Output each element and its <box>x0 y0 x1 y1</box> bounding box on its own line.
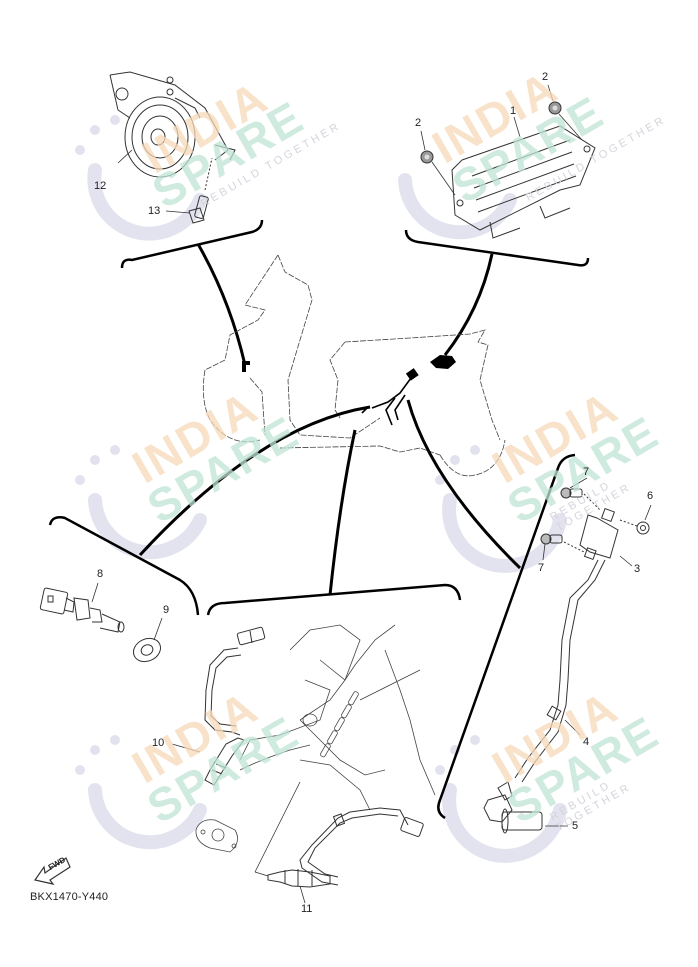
motorcycle-outline <box>202 254 506 477</box>
o2-sensor-11 <box>267 807 424 888</box>
callout-1: 1 <box>510 105 517 117</box>
callout-3: 3 <box>634 563 641 575</box>
leader-11-a <box>254 781 301 873</box>
leader-6 <box>644 504 652 521</box>
leader-horn <box>196 243 247 366</box>
watermark-dots <box>75 115 480 775</box>
leader-11-b <box>254 871 269 877</box>
callout-10: 10 <box>152 737 165 749</box>
bracket-o2-sensor <box>206 583 462 616</box>
callout-8: 8 <box>97 568 104 580</box>
bracket-ignition <box>437 453 576 820</box>
rectifier-part <box>451 125 596 239</box>
leader-ignition <box>406 399 522 570</box>
leader-4 <box>564 719 581 736</box>
gasket-part-9 <box>132 637 162 663</box>
spark-plug-cap-5 <box>483 781 543 834</box>
callout-12: 12 <box>94 180 107 192</box>
leader-o2-sensor <box>328 429 357 596</box>
fwd-arrow-icon <box>33 857 71 885</box>
callout-4: 4 <box>583 736 590 748</box>
rectifier-symbol <box>430 355 456 369</box>
bracket-horn <box>120 219 264 269</box>
wire-harness-symbol <box>361 368 419 426</box>
callout-13: 13 <box>148 205 161 217</box>
leader-rectifier <box>443 253 494 356</box>
diagram-code: BKX1470-Y440 <box>30 891 109 903</box>
leader-10 <box>171 743 201 753</box>
nut-2-right <box>547 84 583 141</box>
temp-sensor-part-8 <box>39 587 125 633</box>
watermark-icon <box>87 163 567 863</box>
bolt-13 <box>188 157 213 224</box>
leader-13 <box>165 210 191 214</box>
leader-1 <box>513 116 521 138</box>
leader-7-bottom <box>542 543 546 561</box>
callout-2-right: 2 <box>542 71 549 83</box>
ignition-coil-part-3 <box>514 507 619 783</box>
callout-6: 6 <box>647 490 654 502</box>
leader-temp-sensor <box>138 405 371 557</box>
bolt-7-top <box>560 487 601 511</box>
leader-3 <box>619 555 633 567</box>
o2-sensor-assembly <box>195 624 436 853</box>
leader-9 <box>153 617 163 641</box>
nut-2-left <box>420 130 456 196</box>
callout-5: 5 <box>572 820 579 832</box>
callout-2-left: 2 <box>415 117 422 129</box>
callout-7-top: 7 <box>583 466 590 478</box>
leader-11 <box>299 885 306 904</box>
horn-mount-symbol <box>242 361 250 372</box>
horn-part <box>109 71 236 178</box>
o2-sensor-10 <box>204 626 266 786</box>
callout-9: 9 <box>163 604 170 616</box>
leader-12 <box>117 149 133 164</box>
callout-7-bottom: 7 <box>538 562 545 574</box>
bolt-7-bottom <box>540 533 585 553</box>
callout-11: 11 <box>301 903 313 915</box>
leader-8 <box>91 582 99 603</box>
leader-7-top <box>569 477 588 489</box>
bracket-temp-sensor <box>48 516 200 616</box>
bracket-rectifier <box>404 229 590 267</box>
washer-6 <box>619 519 650 535</box>
